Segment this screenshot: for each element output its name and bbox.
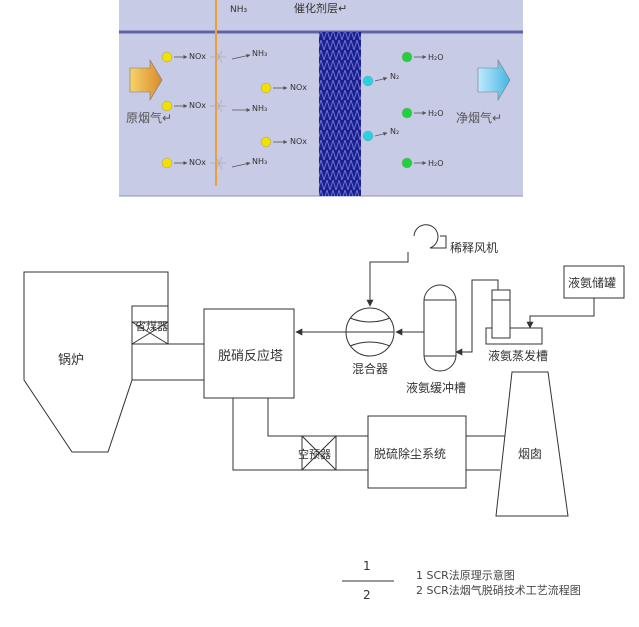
clean-flue-gas-label: 净烟气↵	[456, 110, 502, 125]
nox-molecule-icon	[260, 136, 272, 148]
raw-gas-arrow-icon	[129, 58, 163, 102]
nh3-top-label: NH₃	[230, 5, 248, 15]
boiler-shape	[23, 271, 169, 453]
caption-figure-1: 1 SCR法原理示意图	[416, 568, 515, 582]
legend-number-1: 1	[363, 559, 371, 573]
h2o-label: H₂O	[428, 109, 444, 118]
air-preheater-label: 空预器	[298, 447, 331, 461]
raw-flue-gas-label: 原烟气↵	[126, 110, 172, 125]
mixer-label: 混合器	[352, 361, 388, 376]
h2o-molecule-icon	[401, 51, 413, 63]
economizer-label: 省煤器	[135, 320, 168, 333]
nox-label: NOx	[189, 158, 206, 167]
nox-label: NOx	[290, 83, 307, 92]
nox-molecule-icon	[161, 51, 173, 63]
n2-molecule-icon	[362, 75, 374, 87]
legend-number-2: 2	[363, 588, 371, 602]
n2-label: N₂	[390, 72, 399, 81]
desulfurization-label: 脱硫除尘系统	[374, 446, 446, 461]
clean-gas-arrow-icon	[477, 58, 511, 102]
catalyst-layer-label: 催化剂层↵	[294, 1, 347, 15]
chimney-shape	[495, 371, 569, 517]
h2o-label: H₂O	[428, 159, 444, 168]
nh3-label: NH₃	[252, 157, 267, 166]
dilution-fan-shape	[413, 224, 447, 249]
denox-reactor-shape	[203, 308, 295, 399]
scr-process-flow-figure: 锅炉 省煤器 脱硝反应塔 混合器 稀释风机 液氨缓冲槽 液氨蒸发槽	[23, 224, 625, 517]
buffer-tank-label: 液氨缓冲槽	[406, 380, 466, 395]
evaporator-label: 液氨蒸发槽	[488, 348, 548, 363]
dilution-fan-label: 稀释风机	[450, 241, 498, 255]
nox-molecule-icon	[161, 100, 173, 112]
nox-label: NOx	[290, 137, 307, 146]
h2o-label: H₂O	[428, 53, 444, 62]
n2-molecule-icon	[362, 130, 374, 142]
nox-molecule-icon	[161, 157, 173, 169]
nh3-label: NH₃	[252, 104, 267, 113]
caption-figure-2: 2 SCR法烟气脱硝技术工艺流程图	[416, 583, 581, 597]
nox-molecule-icon	[260, 82, 272, 94]
n2-label: N₂	[390, 127, 399, 136]
h2o-molecule-icon	[401, 157, 413, 169]
figure-legend: 1 2 1 SCR法原理示意图 2 SCR法烟气脱硝技术工艺流程图	[342, 559, 581, 602]
denox-reactor-label: 脱硝反应塔	[218, 348, 283, 364]
boiler-label: 锅炉	[58, 352, 84, 368]
buffer-tank-shape	[423, 284, 457, 372]
scr-principle-figure: NH₃ 催化剂层↵ 原烟气↵ 净烟气↵ NOx NH₃ NOx H₂O N₂ N…	[119, 0, 523, 197]
chimney-label: 烟囱	[518, 447, 542, 461]
nh3-label: NH₃	[252, 49, 267, 58]
catalyst-layer	[319, 32, 361, 196]
storage-tank-label: 液氨储罐	[568, 275, 616, 290]
nox-label: NOx	[189, 52, 206, 61]
desulfurization-shape	[367, 415, 467, 489]
nox-label: NOx	[189, 101, 206, 110]
h2o-molecule-icon	[401, 107, 413, 119]
